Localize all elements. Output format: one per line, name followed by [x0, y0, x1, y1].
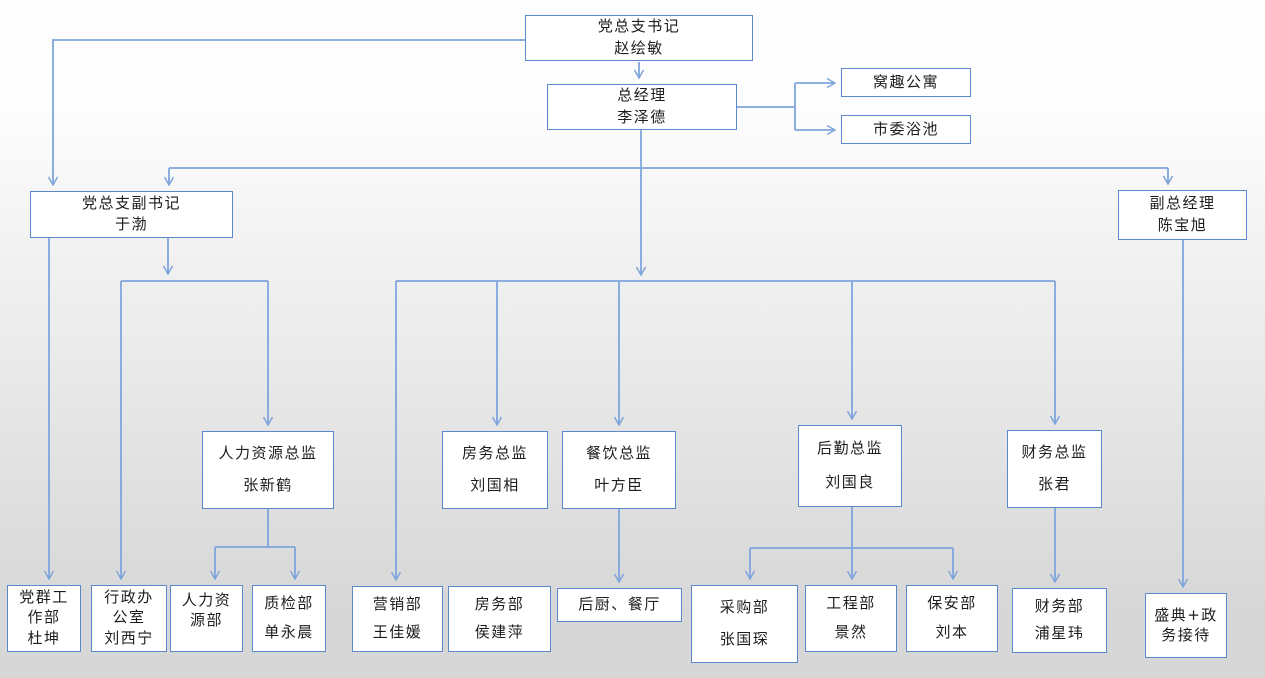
node-title: 营销部: [372, 595, 423, 614]
node-person-name: 张君: [1037, 475, 1071, 494]
org-node-rooms-dept: 房务部 侯建萍: [448, 586, 551, 652]
node-title: 工程部: [826, 594, 876, 613]
node-person-name: 刘西宁: [104, 629, 154, 648]
edge-gm-to-side-branch: [737, 83, 796, 130]
node-title: 副总经理: [1149, 193, 1216, 212]
node-person-name: 于渤: [114, 215, 148, 234]
org-node-party-secretary: 党总支书记 赵绘敏: [525, 15, 753, 61]
org-node-deputy-party-secretary: 党总支副书记 于渤: [30, 191, 233, 238]
org-node-general-manager: 总经理 李泽德: [547, 84, 737, 130]
node-person-name: 杜坤: [27, 629, 61, 648]
node-person-name: 陈宝旭: [1157, 216, 1208, 235]
node-title: 窝趣公寓: [872, 72, 939, 91]
org-node-marketing-dept: 营销部 王佳媛: [352, 586, 443, 652]
org-node-admin-office: 行政办公室 刘西宁: [91, 585, 167, 652]
org-node-fb-director: 餐饮总监 叶方臣: [562, 431, 676, 509]
org-node-kitchen-dining: 后厨、餐厅: [557, 588, 682, 622]
org-node-purchasing-dept: 采购部 张国琛: [691, 585, 798, 663]
org-node-hr-director: 人力资源总监 张新鹤: [202, 431, 334, 509]
node-title: 党总支副书记: [81, 193, 181, 212]
node-title: 餐饮总监: [585, 444, 652, 463]
node-title: 后勤总监: [816, 439, 883, 458]
node-person-name: 浦星玮: [1034, 624, 1085, 643]
node-person-name: 刘本: [935, 622, 969, 641]
node-title: 后厨、餐厅: [578, 595, 661, 614]
org-node-engineering-dept: 工程部 景然: [805, 585, 897, 652]
node-title: 房务部: [474, 595, 525, 614]
node-person-name: 刘国良: [825, 472, 875, 491]
node-title: 人力资源总监: [218, 444, 318, 463]
node-title: 人力资源部: [181, 591, 232, 629]
node-title: 盛典+政务接待: [1154, 605, 1218, 644]
hr-director-bracket: [215, 509, 295, 548]
node-title: 总经理: [617, 86, 667, 105]
node-title: 财务总监: [1021, 443, 1088, 462]
org-node-qc-dept: 质检部 单永晨: [252, 585, 326, 652]
node-person-name: 张新鹤: [243, 476, 293, 495]
node-person-name: 景然: [834, 622, 868, 641]
node-title: 保安部: [927, 594, 977, 613]
node-title: 党总支书记: [597, 17, 681, 36]
node-person-name: 单永晨: [264, 622, 314, 641]
node-title: 采购部: [719, 598, 770, 617]
node-person-name: 侯建萍: [474, 623, 525, 642]
node-title: 质检部: [264, 594, 314, 613]
node-person-name: 王佳媛: [372, 623, 423, 642]
node-person-name: 赵绘敏: [614, 38, 664, 57]
org-node-rooms-director: 房务总监 刘国相: [442, 431, 548, 509]
org-node-hr-dept: 人力资源部: [170, 585, 243, 652]
node-person-name: 李泽德: [617, 107, 667, 126]
org-node-events-reception: 盛典+政务接待: [1145, 593, 1227, 658]
node-title: 行政办公室: [104, 587, 154, 626]
org-node-finance-dept: 财务部 浦星玮: [1012, 588, 1107, 653]
node-title: 财务部: [1034, 596, 1085, 615]
edge-party-secretary-to-deputy-party-secretary: [53, 39, 525, 185]
node-title: 房务总监: [461, 444, 528, 463]
node-person-name: 刘国相: [470, 476, 520, 495]
node-title: 市委浴池: [872, 119, 939, 138]
org-node-party-mass-dept: 党群工作部 杜坤: [7, 585, 81, 652]
org-node-logistics-director: 后勤总监 刘国良: [798, 425, 902, 507]
node-person-name: 叶方臣: [594, 476, 644, 495]
logistics-director-bracket: [750, 507, 953, 549]
org-node-wochu-apartment: 窝趣公寓: [841, 68, 971, 97]
org-node-finance-director: 财务总监 张君: [1007, 430, 1102, 508]
org-node-deputy-general-manager: 副总经理 陈宝旭: [1118, 190, 1247, 240]
org-node-shiwei-bath: 市委浴池: [841, 115, 971, 144]
node-title: 党群工作部: [19, 587, 69, 626]
org-node-security-dept: 保安部 刘本: [906, 585, 998, 652]
node-person-name: 张国琛: [719, 630, 770, 649]
